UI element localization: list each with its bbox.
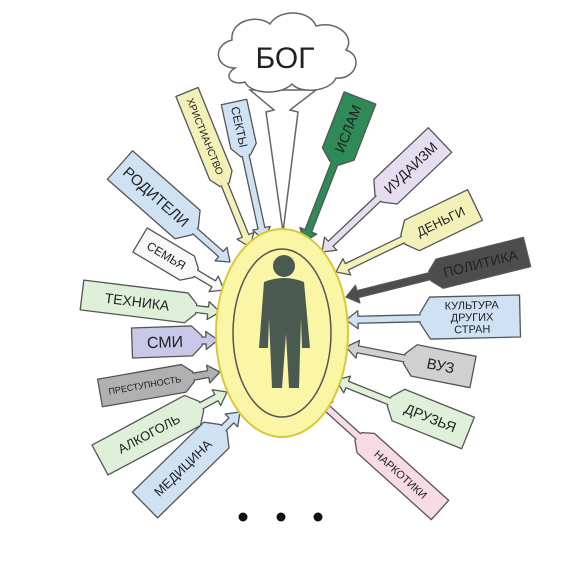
god-cloud: БОГ (217, 12, 357, 233)
arrow-vuz: ВУЗ (345, 339, 477, 389)
arrow-smi: СМИ (130, 325, 219, 359)
arrow-kultura-shape (345, 294, 522, 340)
arrow-hristianstvo-shape (175, 86, 255, 248)
arrow-prestupnost: ПРЕСТУПНОСТЬ (96, 363, 221, 408)
arrow-islam-shape (299, 91, 377, 243)
arrow-dengi-shape (335, 189, 484, 276)
god-arrow (247, 89, 319, 233)
arrow-kultura-label: КУЛЬТУРАДРУГИХСТРАН (445, 299, 501, 336)
arrow-semya-shape (132, 227, 225, 293)
arrow-vuz-label: ВУЗ (425, 355, 456, 377)
arrow-tehnika: ТЕХНИКА (79, 279, 221, 324)
person-silhouette-icon (259, 255, 310, 388)
arrow-prestupnost-shape (96, 363, 221, 408)
god-label: БОГ (256, 42, 315, 75)
arrow-smi-shape (130, 325, 219, 359)
arrow-smi-label: СМИ (147, 334, 184, 352)
arrow-medicina-shape (131, 411, 241, 519)
arrow-islam: ИСЛАМ (299, 91, 377, 243)
arrow-iudaizm-shape (321, 127, 453, 253)
arrow-tehnika-label: ТЕХНИКА (104, 290, 171, 314)
arrow-kultura: КУЛЬТУРАДРУГИХСТРАН (345, 294, 522, 340)
arrow-iudaizm: ИУДАИЗМ (321, 127, 453, 253)
ellipsis (238, 512, 323, 522)
arrow-vuz-shape (345, 339, 477, 389)
arrow-druzya-shape (335, 375, 475, 450)
arrow-politika-shape (345, 236, 532, 304)
arrow-roditeli-shape (106, 150, 231, 263)
arrow-alkogol-shape (91, 389, 228, 476)
arrow-tehnika-shape (79, 279, 221, 324)
